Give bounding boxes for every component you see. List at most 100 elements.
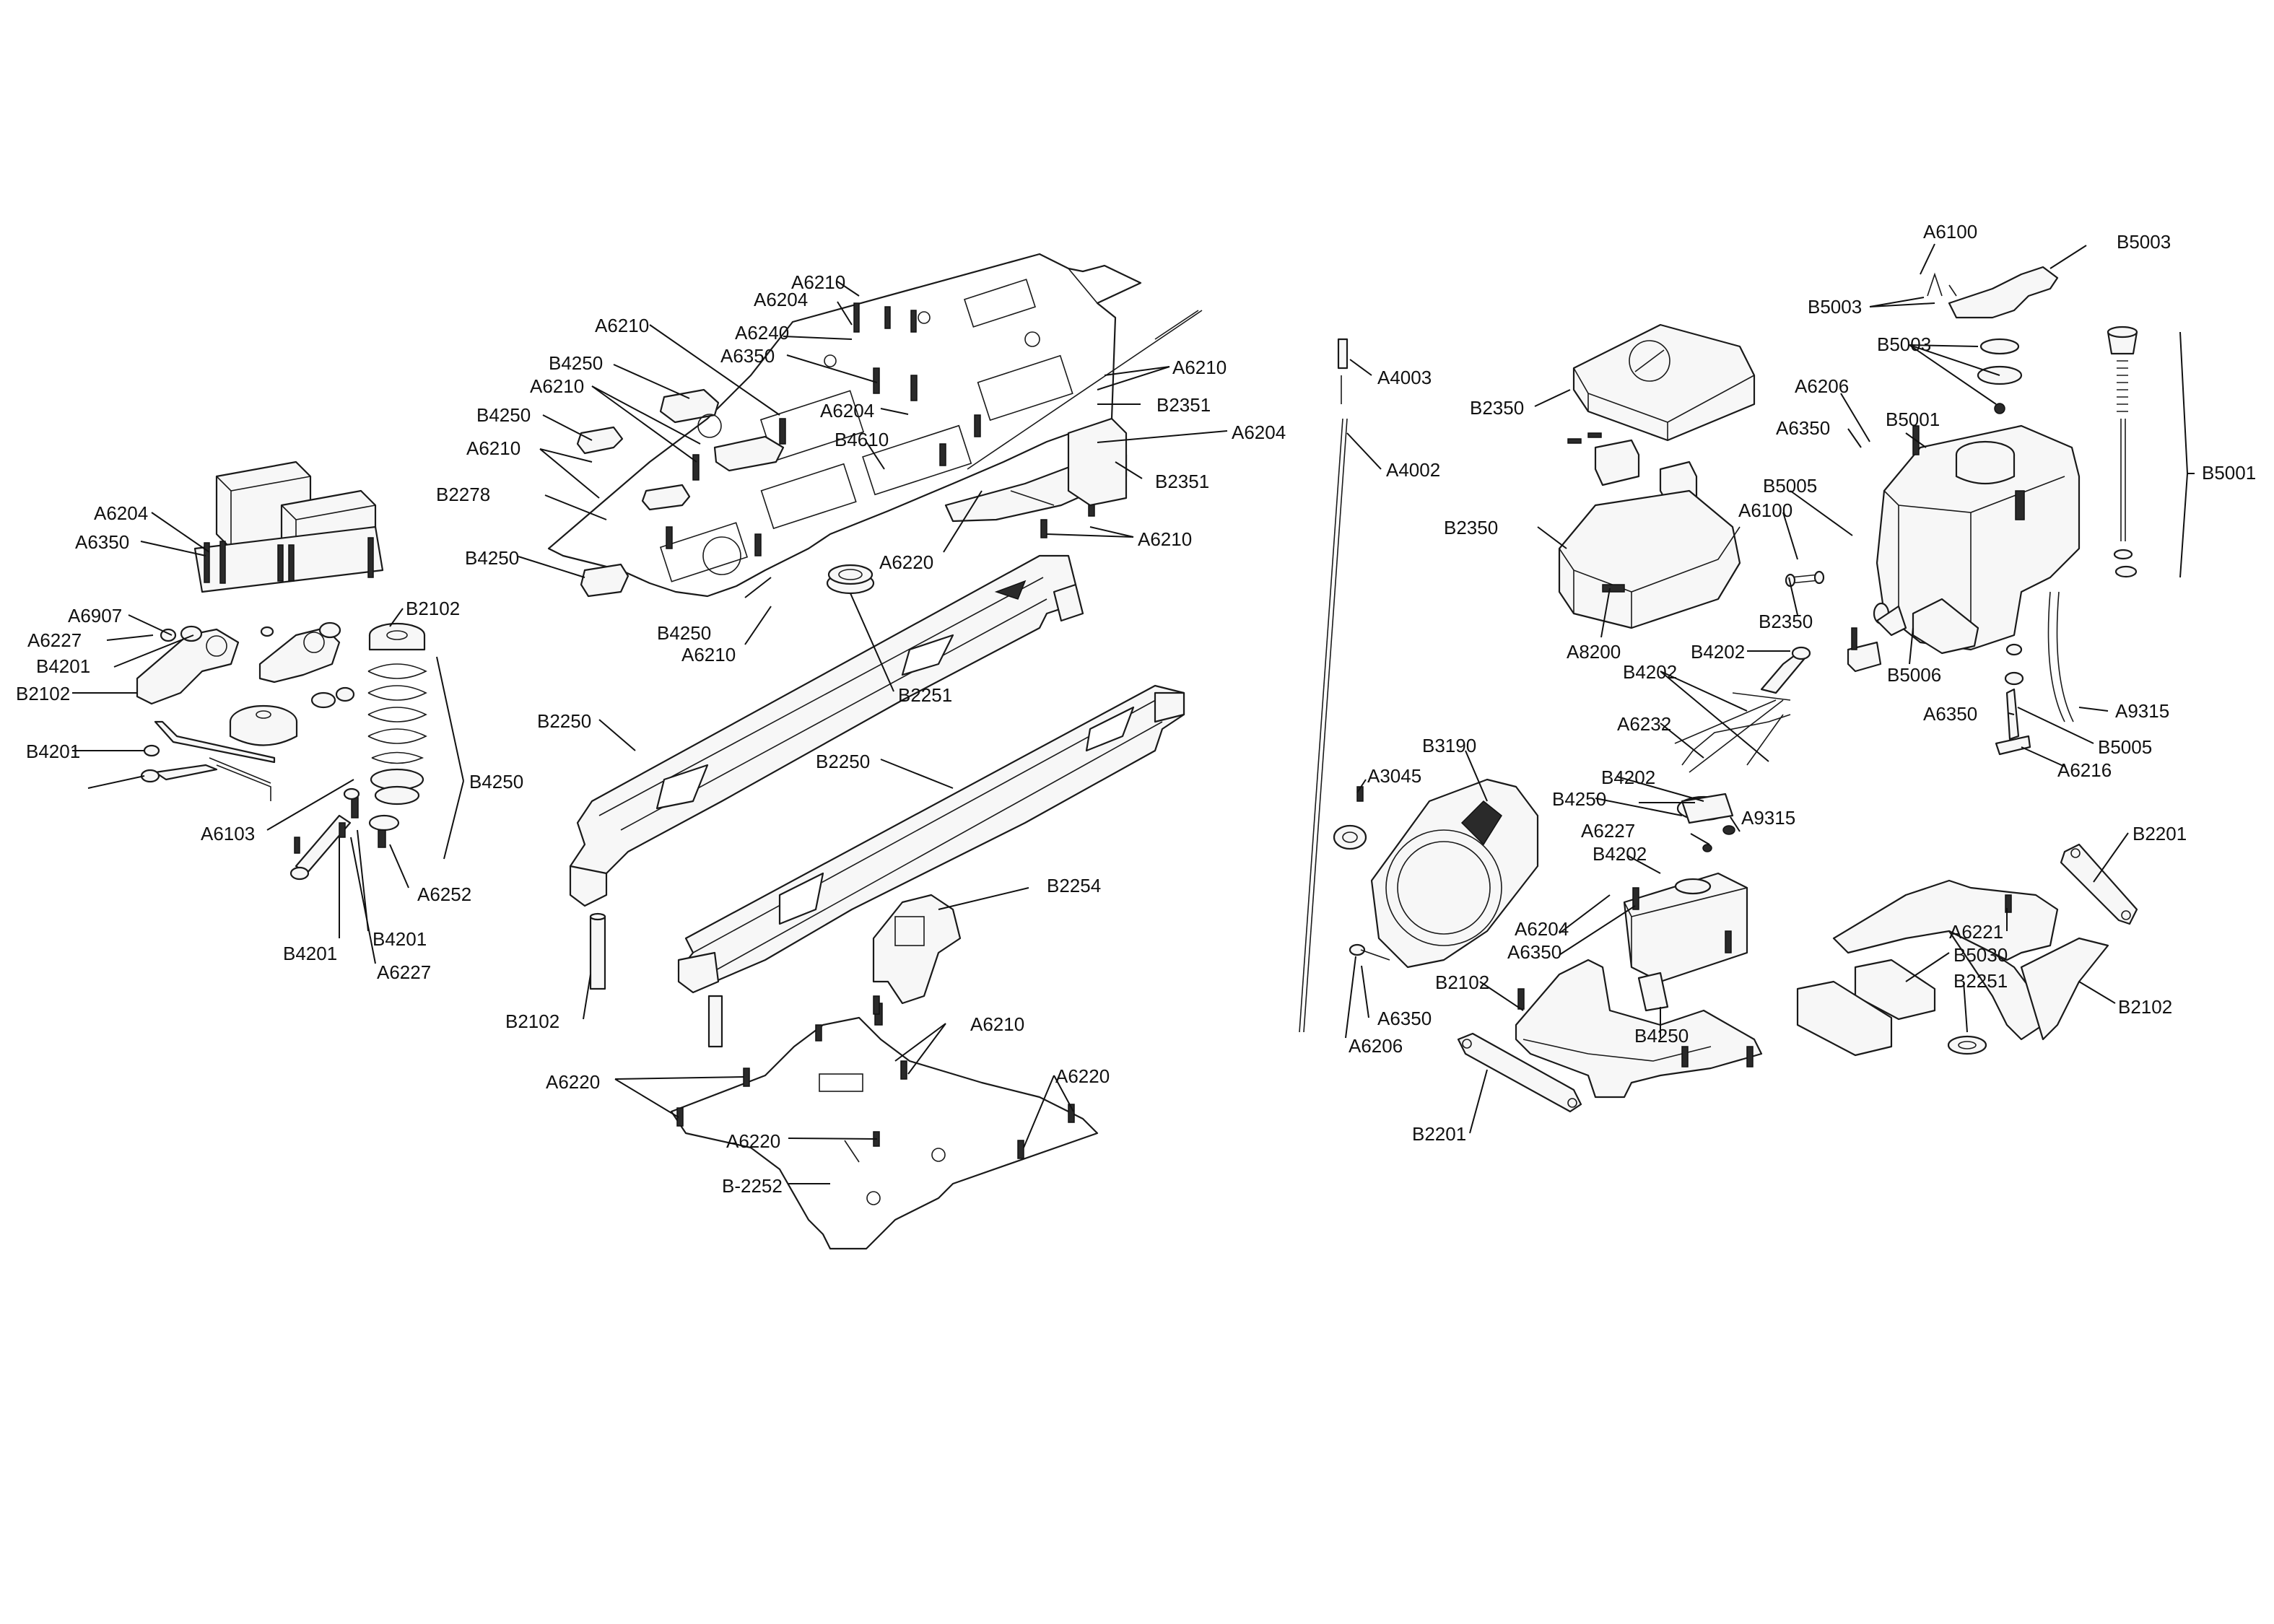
label-a6220-1: A6220 [879,551,933,573]
standoff-post-b2102 [589,912,723,1048]
label-a6220-3: A6220 [1055,1065,1110,1087]
lower-chassis-plate [670,1016,1099,1250]
steering-servo [1623,872,1748,1012]
label-b5006: B5006 [1887,664,1941,686]
label-a6227-1: A6227 [27,629,82,651]
label-b4201-1: B4201 [36,655,90,677]
label-a6210-6: A6210 [1138,528,1192,550]
label-b2102-2: B2102 [16,683,70,704]
label-a6232: A6232 [1617,713,1671,735]
label-a6221: A6221 [1949,921,2003,943]
label-a6204-4: A6204 [94,502,148,524]
clutch-housing [1333,778,1539,969]
label-a6206-1: A6206 [1349,1035,1403,1057]
label-a6100-1: A6100 [1738,499,1792,521]
label-a6210-5: A6210 [1172,357,1227,378]
servo-mount-frame [1515,959,1763,1099]
label-b2201-2: B2201 [2133,823,2187,844]
label-b4202-4: B4202 [1593,843,1647,865]
pushrods [140,720,360,881]
label-b2351-2: B2351 [1155,471,1209,492]
label-a6210-2: A6210 [595,315,649,336]
label-b2254: B2254 [1047,875,1101,896]
label-b2251-1: B2251 [898,684,952,706]
label-a6210-8: A6210 [970,1013,1024,1035]
label-a6220-4: A6220 [726,1130,780,1152]
receiver-box-lid [1572,323,1756,442]
label-a6350-4: A6350 [1377,1008,1432,1029]
label-b4202-2: B4202 [1623,661,1677,683]
label-b2251-2: B2251 [1953,970,2008,992]
steering-link-bars [576,388,785,598]
antenna-tube [1299,338,1349,1033]
front-bulkhead-block [944,417,1128,523]
label-b2201-1: B2201 [1412,1123,1466,1145]
label-b4250-6: B4250 [1552,788,1606,810]
label-b2351-1: B2351 [1156,394,1211,416]
side-rail-rear [569,554,1084,907]
label-a6103: A6103 [201,823,255,844]
fuel-pickup-tube [2107,326,2138,578]
label-b5001-2: B5001 [2202,462,2256,484]
side-rail-front [677,684,1185,994]
fuel-cap-assembly [1927,266,2059,414]
label-b4201-2: B4201 [26,741,80,762]
shock-spring-assembly [367,622,427,848]
top-plate-screws [666,302,1095,556]
label-b2102-5: B2102 [2118,996,2172,1018]
mount-block-b5030 [1796,959,1987,1057]
label-b2250-2: B2250 [816,751,870,772]
label-a6907: A6907 [68,605,122,627]
label-b4250-7: B4250 [1634,1025,1689,1047]
antenna-wire-top [967,310,1203,470]
label-a6350-5: A6350 [1776,417,1830,439]
label-b2350-1: B2350 [1470,397,1524,419]
label-b4610: B4610 [835,429,889,450]
grommet-b2251 [826,564,875,595]
throttle-linkage [1674,570,1825,852]
label-b-2252: B-2252 [722,1175,783,1197]
label-a6216: A6216 [2057,759,2112,781]
link-bar-b2201-left [1457,1032,1582,1113]
label-b5003-2: B5003 [1808,296,1862,318]
label-b2102-4: B2102 [1435,972,1489,993]
label-b4250-4: B4250 [657,622,711,644]
label-b4202-3: B4202 [1601,767,1655,788]
battery-packs [193,460,384,593]
lower-plate-screws [676,995,1075,1159]
label-a9315-2: A9315 [2115,700,2169,722]
label-a4003: A4003 [1377,367,1432,388]
disc-damper [229,704,298,746]
label-a6210-1: A6210 [791,271,845,293]
label-b2250-1: B2250 [537,710,591,732]
label-b5003-1: B5003 [2117,231,2171,253]
label-b5005-1: B5005 [1763,475,1817,497]
label-a6204-2: A6204 [820,400,874,422]
label-a6240: A6240 [735,322,789,344]
label-a6100-2: A6100 [1923,221,1977,243]
label-a6350-1: A6350 [720,345,775,367]
label-b4201-3: B4201 [283,943,337,964]
part-labels: A6210 A6204 A6210 A6240 A6350 B4250 A621… [16,221,2256,1197]
label-a9315-1: A9315 [1741,807,1795,829]
label-b4250-2: B4250 [476,404,531,426]
label-b5005-2: B5005 [2098,736,2152,758]
label-b5001-1: B5001 [1886,409,1940,430]
label-b2350-2: B2350 [1444,517,1498,538]
receiver-box-base [1558,489,1741,629]
label-a6210-3: A6210 [530,375,584,397]
label-b4250-3: B4250 [465,547,519,569]
leader-lines [72,243,2195,1184]
fuel-tank [1876,424,2081,651]
label-b2102-3: B2102 [406,598,460,619]
label-b2350-3: B2350 [1759,611,1813,632]
label-a6206-2: A6206 [1795,375,1849,397]
rear-mount-frame [1832,843,2138,1041]
label-a6227-2: A6227 [377,961,431,983]
label-b5030: B5030 [1953,944,2008,966]
label-a6350-3: A6350 [1507,941,1561,963]
label-b4201-4: B4201 [373,928,427,950]
fuel-filter [1847,598,1979,673]
label-b2278: B2278 [436,484,490,505]
label-a6204-3: A6204 [1232,422,1286,443]
